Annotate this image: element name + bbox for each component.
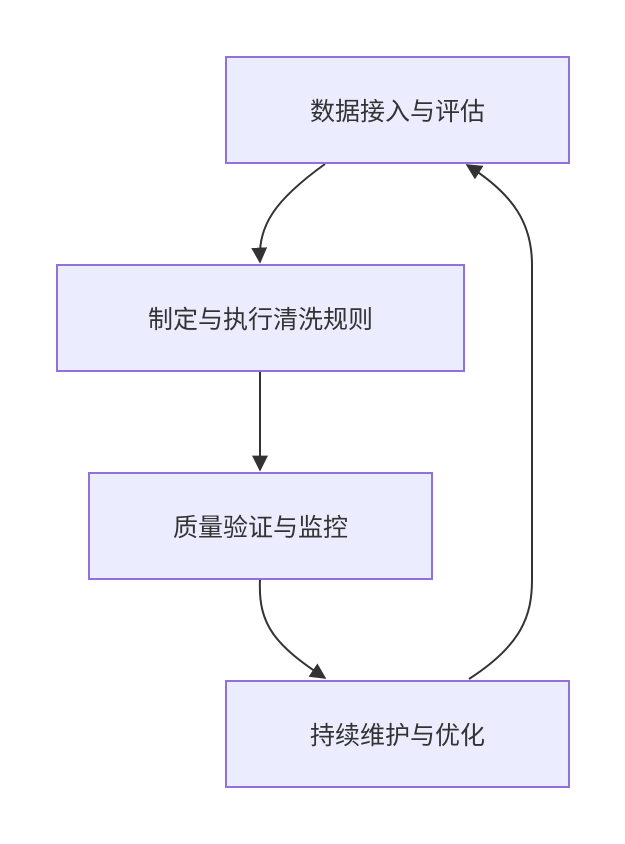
node-maintenance[interactable]: 持续维护与优化 [225,680,570,788]
node-label: 数据接入与评估 [309,97,485,126]
edge-a-to-b [251,163,326,264]
node-label: 质量验证与监控 [172,513,348,542]
node-cleaning-rules[interactable]: 制定与执行清洗规则 [56,264,465,372]
node-label: 制定与执行清洗规则 [147,305,373,334]
node-quality-validation[interactable]: 质量验证与监控 [88,472,433,580]
node-label: 持续维护与优化 [309,721,485,750]
edge-d-to-a [465,164,533,680]
edge-c-to-d [258,579,327,679]
node-data-ingestion[interactable]: 数据接入与评估 [225,56,570,164]
